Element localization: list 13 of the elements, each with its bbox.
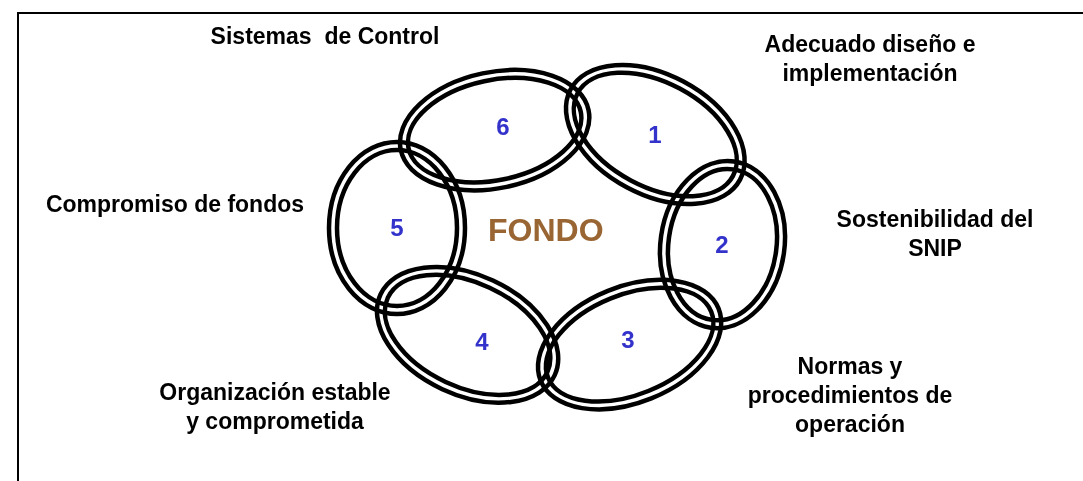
center-title: FONDO xyxy=(488,212,604,249)
ring-caption: Normas y procedimientos de operación xyxy=(746,352,954,439)
ring-number: 5 xyxy=(390,214,404,242)
ring-number: 3 xyxy=(621,326,635,354)
ring-caption: Adecuado diseño e implementación xyxy=(763,30,977,88)
ring-caption: Compromiso de fondos xyxy=(44,190,306,219)
ring-caption: Sistemas de Control xyxy=(210,22,440,51)
ring-number: 4 xyxy=(475,328,489,356)
ring-number: 2 xyxy=(715,231,729,259)
ring-caption: Sostenibilidad del SNIP xyxy=(835,205,1035,263)
ring-number: 6 xyxy=(496,113,510,141)
ring-caption: Organización estable y comprometida xyxy=(158,378,392,436)
ring-number: 1 xyxy=(648,121,662,149)
